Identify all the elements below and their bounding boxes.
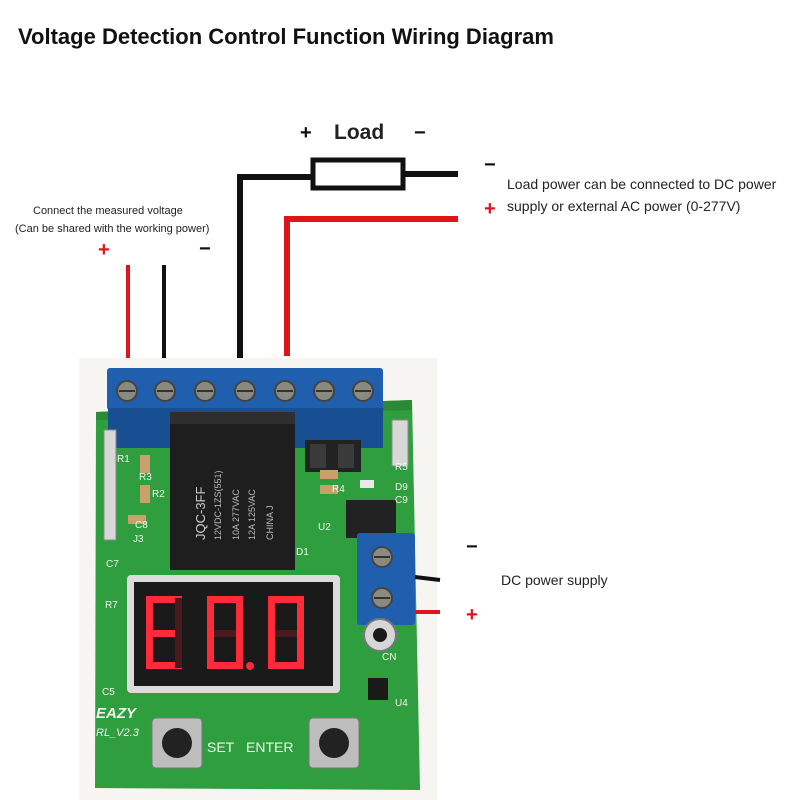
svg-text:U4: U4 xyxy=(395,698,408,709)
set-label: SET xyxy=(207,739,235,755)
relay-markings: JQC-3FF 12VDC-1ZS(551) 10A 277VAC 12A 12… xyxy=(193,470,275,540)
load-minus-sign: − xyxy=(414,122,426,144)
transistor xyxy=(368,678,388,700)
measured-minus-sign: − xyxy=(199,238,211,260)
svg-text:C5: C5 xyxy=(102,687,115,698)
svg-text:R7: R7 xyxy=(105,600,118,611)
load-plus-sign: + xyxy=(300,122,312,144)
svg-text:C9: C9 xyxy=(395,495,408,506)
board-logo: EAZY xyxy=(96,705,138,722)
svg-text:12VDC-1ZS(551): 12VDC-1ZS(551) xyxy=(213,470,223,540)
measured-voltage-note-line2: (Can be shared with the working power) xyxy=(15,223,210,235)
svg-text:JQC-3FF: JQC-3FF xyxy=(193,487,208,541)
load-resistor-symbol xyxy=(310,157,406,191)
svg-text:D1: D1 xyxy=(296,547,309,558)
load-power-plus-sign: + xyxy=(484,198,496,220)
svg-text:R1: R1 xyxy=(117,454,130,465)
dc-wire-black xyxy=(414,575,441,582)
load-wire-red xyxy=(284,216,458,356)
dc-supply-minus-sign: − xyxy=(466,536,478,558)
load-wire-black xyxy=(237,174,313,372)
svg-text:CHINA J: CHINA J xyxy=(265,505,275,540)
dc-supply-plus-sign: + xyxy=(466,604,478,626)
svg-text:U2: U2 xyxy=(318,522,331,533)
svg-text:R2: R2 xyxy=(152,489,165,500)
silkscreen-designators: R1 R3 C8 J3 C7 R2 R7 C5 R5 R4 D9 C9 U2 D… xyxy=(102,454,408,709)
svg-text:D9: D9 xyxy=(395,482,408,493)
board-version: RL_V2.3 xyxy=(96,727,140,739)
svg-text:R5: R5 xyxy=(395,462,408,473)
load-power-minus-sign: − xyxy=(484,154,496,176)
svg-text:C8: C8 xyxy=(135,520,148,531)
svg-text:CN: CN xyxy=(382,652,396,663)
enter-label: ENTER xyxy=(246,739,293,755)
measured-voltage-note-line1: Connect the measured voltage xyxy=(33,205,183,217)
dc-supply-label: DC power supply xyxy=(501,572,608,588)
svg-text:C7: C7 xyxy=(106,559,119,570)
measured-plus-sign: + xyxy=(98,239,110,261)
regulator-chip xyxy=(346,500,396,538)
svg-text:R3: R3 xyxy=(139,472,152,483)
load-power-note-line2: supply or external AC power (0-277V) xyxy=(507,198,741,214)
diagram-title: Voltage Detection Control Function Wirin… xyxy=(18,24,554,49)
display-digits xyxy=(146,596,304,670)
relay xyxy=(170,412,295,570)
load-power-note-line1: Load power can be connected to DC power xyxy=(507,176,777,192)
pin-header-right xyxy=(391,419,409,467)
terminal-screws xyxy=(116,380,374,402)
pin-header-left xyxy=(103,429,117,541)
svg-text:J3: J3 xyxy=(133,534,144,545)
svg-text:10A 277VAC: 10A 277VAC xyxy=(231,489,241,540)
load-label: Load xyxy=(334,121,385,144)
svg-text:12A 125VAC: 12A 125VAC xyxy=(247,489,257,540)
svg-text:R4: R4 xyxy=(332,484,345,495)
